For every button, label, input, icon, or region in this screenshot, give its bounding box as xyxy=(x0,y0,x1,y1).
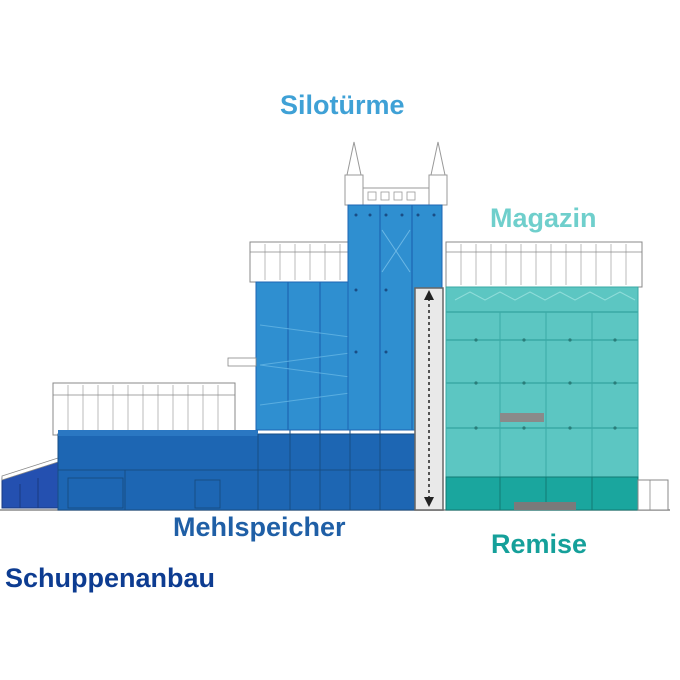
label-silotuerme: Silotürme xyxy=(280,90,405,120)
remise-section xyxy=(445,476,669,511)
label-magazin: Magazin xyxy=(490,203,597,233)
label-mehlspeicher: Mehlspeicher xyxy=(173,512,346,542)
schuppenanbau-section xyxy=(1,457,59,509)
silotuerme-section xyxy=(344,141,448,511)
magazin-section xyxy=(445,241,643,478)
mehlspeicher-section xyxy=(52,241,419,511)
label-remise: Remise xyxy=(491,529,588,559)
label-schuppenanbau: Schuppenanbau xyxy=(5,563,216,593)
